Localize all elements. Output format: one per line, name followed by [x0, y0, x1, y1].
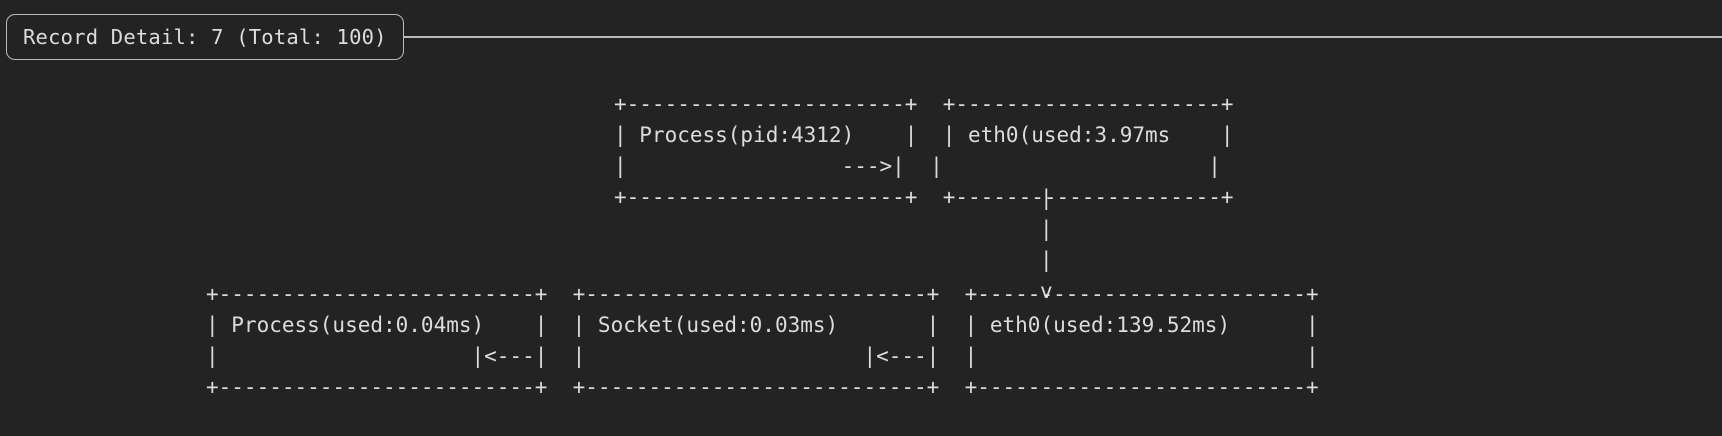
record-detail-title-box: Record Detail: 7 (Total: 100)	[6, 14, 404, 60]
down-arrow-connector: | | | v	[1040, 186, 1053, 303]
diagram-row-top: +----------------------+ +--------------…	[614, 92, 1234, 209]
ascii-diagram: +----------------------+ +--------------…	[0, 62, 1722, 436]
header-row: Record Detail: 7 (Total: 100)	[0, 12, 1722, 62]
diagram-row-bottom: +-------------------------+ +-----------…	[206, 282, 1319, 399]
page-title: Record Detail: 7 (Total: 100)	[23, 24, 387, 49]
header-divider	[403, 36, 1722, 38]
